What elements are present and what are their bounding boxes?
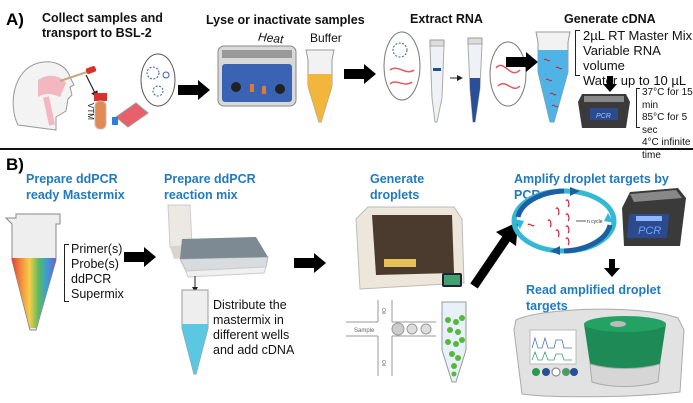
panel-b-label: B)	[6, 155, 24, 174]
component-item: Probe(s)	[71, 257, 119, 271]
step-a3-title: Extract RNA	[410, 12, 483, 26]
cdna-mix-list: 2µL RT Master Mix Variable RNA volume Wa…	[583, 28, 693, 88]
spin-column-1-icon	[429, 39, 445, 123]
note-line: and add cDNA	[213, 343, 295, 357]
vtm-tube-icon	[94, 93, 107, 130]
cdna-tube-icon	[535, 31, 571, 123]
mix-bracket	[575, 30, 580, 76]
step-b3-title: Generate droplets	[370, 171, 424, 203]
panel-a-label: A)	[6, 10, 24, 29]
step-a1-title-line1: Collect samples and	[42, 11, 163, 25]
distribute-note: Distribute the mastermix in different we…	[213, 298, 294, 358]
buffer-tube-icon	[305, 49, 335, 123]
arrow-b4-b5	[604, 259, 620, 277]
cycle-arrowhead	[514, 219, 524, 229]
step-b3-title-line1: Generate	[370, 172, 425, 186]
n-cycle-label: n cycle	[587, 219, 603, 225]
virus-magnified-icon	[140, 53, 176, 107]
arrow-b2-b3	[294, 253, 326, 273]
note-line: Distribute the	[213, 298, 287, 312]
component-item: Primer(s)	[71, 242, 123, 256]
thermal-bracket	[636, 88, 640, 128]
sample-channel-label: Sample	[354, 328, 375, 334]
thermocycler-a-icon: PCR	[578, 94, 630, 128]
thermal-step: 4°C infinite time	[642, 137, 691, 161]
arrow-a1-a2	[178, 80, 210, 100]
cycle-arrowhead	[550, 246, 560, 255]
step-b1-title: Prepare ddPCR ready Mastermix	[26, 171, 125, 203]
oil-channel-label-top: Oil	[380, 308, 386, 314]
step-b5-title: Read amplified droplet targets	[526, 283, 661, 313]
step-b2-title-line2: reaction mix	[164, 188, 238, 202]
thermal-step: 37°C for 15 min	[642, 87, 693, 111]
cycle-arrowhead	[570, 187, 580, 196]
droplet-generator-icon	[355, 206, 465, 290]
cycle-arrowhead	[604, 213, 614, 223]
arrow-a2-a3	[344, 64, 376, 84]
pcr-screen-label-b: PCR	[638, 225, 661, 237]
pcr-screen-label-a: PCR	[596, 113, 611, 120]
note-line: mastermix in	[213, 313, 284, 327]
sample-collection-illustration: VTM	[12, 53, 176, 131]
well-tube-icon	[181, 289, 209, 375]
step-a1-title: Collect samples and transport to BSL-2	[42, 11, 163, 41]
rna-extraction-illustration	[383, 31, 527, 123]
buffer-label: Buffer	[310, 31, 342, 45]
step-b2-title: Prepare ddPCR reaction mix	[164, 171, 256, 203]
note-line: different wells	[213, 328, 290, 342]
thermal-program-list: 37°C for 15 min 85°C for 5 sec 4°C infin…	[642, 87, 693, 162]
microfluidic-junction-icon: Sample Oil Oil	[346, 300, 436, 376]
mix-item: Water up to 10 µL	[583, 73, 687, 88]
step-a2-title: Lyse or inactivate samples	[206, 13, 365, 27]
step-a1-title-line2: transport to BSL-2	[42, 26, 152, 40]
arrow-a3-a4	[506, 52, 538, 72]
step-b2-title-line1: Prepare ddPCR	[164, 172, 256, 186]
droplet-reader-icon	[513, 308, 685, 398]
arrow-down-to-thermocycler	[603, 76, 617, 92]
vtm-label: VTM	[86, 103, 95, 120]
step-a4-title: Generate cDNA	[564, 12, 656, 26]
swab-icon	[59, 70, 91, 82]
arrow-b1-b2	[124, 247, 156, 267]
mix-item: Variable RNA volume	[583, 43, 661, 73]
pcr-cycle-diagram: n cycle	[511, 187, 617, 255]
dna-amplification-icon	[527, 199, 570, 246]
droplet-tube-icon	[441, 301, 467, 383]
pipette-plate-icon	[167, 204, 269, 278]
component-item: Supermix	[71, 287, 124, 301]
step-b1-title-line2: ready Mastermix	[26, 188, 125, 202]
heat-block-icon	[217, 45, 297, 107]
mastermix-components-list: Primer(s) Probe(s) ddPCR Supermix	[71, 242, 124, 302]
spin-column-2-icon	[467, 37, 483, 123]
mix-item: 2µL RT Master Mix	[583, 28, 693, 43]
oil-channel-label-bottom: Oil	[380, 360, 386, 366]
step-b3-title-line2: droplets	[370, 188, 420, 202]
rainbow-mastermix-tube-icon	[4, 213, 61, 331]
panel-divider	[0, 148, 693, 150]
head-profile-icon	[12, 61, 75, 131]
thermal-step: 85°C for 5 sec	[642, 112, 688, 136]
component-item: ddPCR	[71, 272, 112, 286]
cell-flask-icon	[112, 102, 149, 128]
thermocycler-b-icon: PCR	[622, 188, 686, 246]
components-bracket	[64, 244, 69, 302]
step-b1-title-line1: Prepare ddPCR	[26, 172, 118, 186]
arrow-b3-b4	[470, 222, 518, 289]
